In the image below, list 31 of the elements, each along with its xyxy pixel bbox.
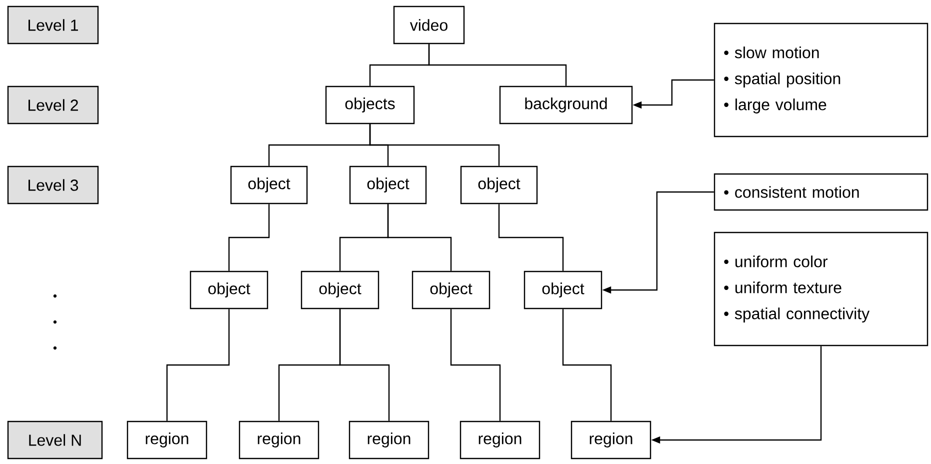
level-box: Level 3	[7, 166, 99, 204]
connector	[387, 204, 452, 271]
level-box: Level N	[7, 420, 103, 460]
note-box: • consistent motion	[714, 173, 928, 211]
tree-box: region	[238, 420, 320, 460]
connector	[450, 309, 501, 421]
note-box: • slow motion • spatial position • large volume	[714, 22, 928, 138]
tree-box: objects	[325, 86, 415, 124]
tree-box: region	[348, 420, 430, 460]
tree-box: object	[460, 166, 538, 204]
tree-box: background	[499, 86, 633, 124]
connector	[562, 309, 612, 421]
tree-box: region	[460, 420, 540, 460]
level-box: Level 1	[7, 6, 99, 44]
tree-box: object	[412, 270, 490, 310]
note-box: • uniform color • uniform texture • spatial connectivity	[714, 232, 928, 346]
connector	[498, 204, 564, 271]
connector	[228, 204, 270, 271]
tree-box: video	[393, 6, 465, 44]
tree-box: object	[300, 270, 380, 310]
connector	[166, 309, 230, 421]
connector	[369, 124, 500, 166]
tree-box: object	[524, 270, 602, 310]
connector	[428, 44, 567, 86]
level-box: Level 2	[7, 86, 99, 124]
tree-box: object	[349, 166, 427, 204]
tree-box: object	[230, 166, 308, 204]
tree-box: region	[570, 420, 652, 460]
connector	[339, 309, 390, 421]
tree-box: object	[190, 270, 268, 310]
tree-box: region	[126, 420, 208, 460]
